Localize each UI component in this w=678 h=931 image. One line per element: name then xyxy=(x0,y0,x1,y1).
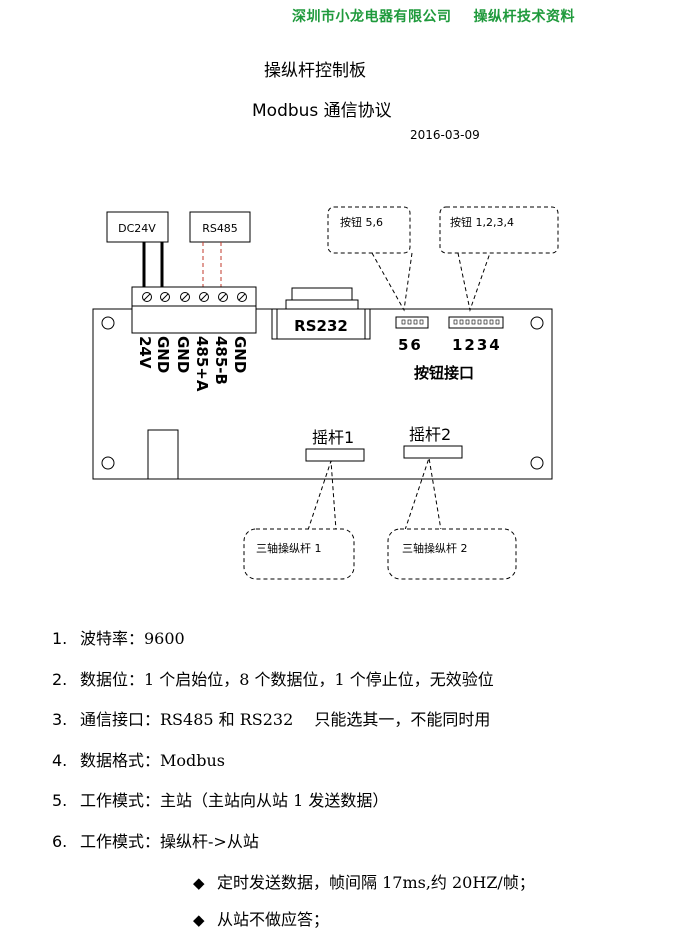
document-date: 2016-03-09 xyxy=(410,128,480,142)
terminal-label-485a: 485+A xyxy=(193,336,211,392)
callout-pointer-joystick1 xyxy=(307,460,337,531)
rs485-label: RS485 xyxy=(202,222,238,235)
joystick1-label: 摇杆1 xyxy=(312,428,354,447)
joystick1-connector xyxy=(305,448,365,462)
document-header: 深圳市小龙电器有限公司 操纵杆技术资料 xyxy=(292,6,575,26)
button-port-label: 按钮接口 xyxy=(414,364,474,382)
mount-hole-tl xyxy=(101,316,115,330)
bullet-item: ◆ 定时发送数据，帧间隔 17ms,约 20HZ/帧； xyxy=(193,869,535,893)
callout-joystick2 xyxy=(387,528,517,580)
list-item-number: 2. xyxy=(52,670,68,689)
list-item-text: 通信接口：RS485 和 RS232 只能选其一，不能同时用 xyxy=(80,710,491,729)
terminal-label-gnd-2: GND xyxy=(174,336,192,373)
page-title: 操纵杆控制板 xyxy=(264,61,366,81)
callout-joystick1 xyxy=(243,528,355,580)
diamond-bullet-icon: ◆ xyxy=(193,874,205,892)
list-item-text: 工作模式：操纵杆->从站 xyxy=(80,832,259,851)
callout-buttons-1234 xyxy=(439,206,559,254)
diamond-bullet-icon: ◆ xyxy=(193,911,205,929)
list-item: 4. 数据格式：Modbus xyxy=(52,747,225,771)
rs232-label: RS232 xyxy=(294,317,348,335)
mount-hole-bl xyxy=(101,456,115,470)
rs485-box xyxy=(189,211,251,243)
list-item-text: 数据位：1 个启始位，8 个数据位，1 个停止位，无效验位 xyxy=(80,670,494,689)
joystick2-label: 摇杆2 xyxy=(409,425,451,444)
list-item-text: 工作模式：主站（主站向从站 1 发送数据） xyxy=(80,791,389,810)
button-pins-1234: 1234 xyxy=(452,336,502,354)
joystick2-connector xyxy=(403,445,463,459)
callout-pointer-1234 xyxy=(457,252,491,312)
rs232-connector xyxy=(271,287,371,340)
terminal-label-485b: 485-B xyxy=(212,336,230,385)
dc24v-box xyxy=(106,211,169,243)
dc24v-label: DC24V xyxy=(118,222,156,235)
terminal-screws xyxy=(142,292,247,302)
list-item-number: 3. xyxy=(52,710,68,729)
terminal-label-gnd-3: GND xyxy=(231,336,249,373)
terminal-label-gnd-1: GND xyxy=(154,336,172,373)
button-pins-56: 56 xyxy=(398,336,423,354)
terminal-label-24v: 24V xyxy=(136,336,154,369)
list-item-number: 4. xyxy=(52,751,68,770)
button-connector-56 xyxy=(395,316,429,329)
bullet-item: ◆ 从站不做应答； xyxy=(193,906,329,930)
callout-joystick2-label: 三轴操纵杆 2 xyxy=(402,541,468,555)
list-item: 5. 工作模式：主站（主站向从站 1 发送数据） xyxy=(52,787,388,811)
list-item: 2. 数据位：1 个启始位，8 个数据位，1 个停止位，无效验位 xyxy=(52,666,494,690)
list-item-number: 5. xyxy=(52,791,68,810)
callout-pointer-56 xyxy=(371,252,413,312)
list-item: 1. 波特率：9600 xyxy=(52,625,185,649)
board-wiring-diagram: DC24V RS485 24V GND GND 485+A 485-B GND … xyxy=(92,206,559,580)
list-item-text: 数据格式：Modbus xyxy=(80,751,226,770)
mount-hole-br xyxy=(530,456,544,470)
list-item-number: 1. xyxy=(52,629,68,648)
button-connector-1234 xyxy=(448,316,504,329)
bullet-text: 从站不做应答； xyxy=(217,910,330,929)
terminal-block-base xyxy=(131,305,257,334)
callout-buttons-56 xyxy=(327,206,411,254)
company-name: 深圳市小龙电器有限公司 xyxy=(292,9,452,25)
mount-hole-tr xyxy=(530,316,544,330)
callout-buttons-1234-label: 按钮 1,2,3,4 xyxy=(450,215,514,229)
list-item-number: 6. xyxy=(52,832,68,851)
callout-joystick1-label: 三轴操纵杆 1 xyxy=(256,541,322,555)
list-item: 6. 工作模式：操纵杆->从站 xyxy=(52,828,259,852)
callout-buttons-56-label: 按钮 5,6 xyxy=(340,215,383,229)
board-component xyxy=(147,429,179,480)
doc-type: 操纵杆技术资料 xyxy=(473,9,575,25)
bullet-text: 定时发送数据，帧间隔 17ms,约 20HZ/帧； xyxy=(217,873,535,892)
list-item: 3. 通信接口：RS485 和 RS232 只能选其一，不能同时用 xyxy=(52,706,490,730)
list-item-text: 波特率：9600 xyxy=(80,629,185,648)
page-subtitle: Modbus 通信协议 xyxy=(252,101,392,121)
